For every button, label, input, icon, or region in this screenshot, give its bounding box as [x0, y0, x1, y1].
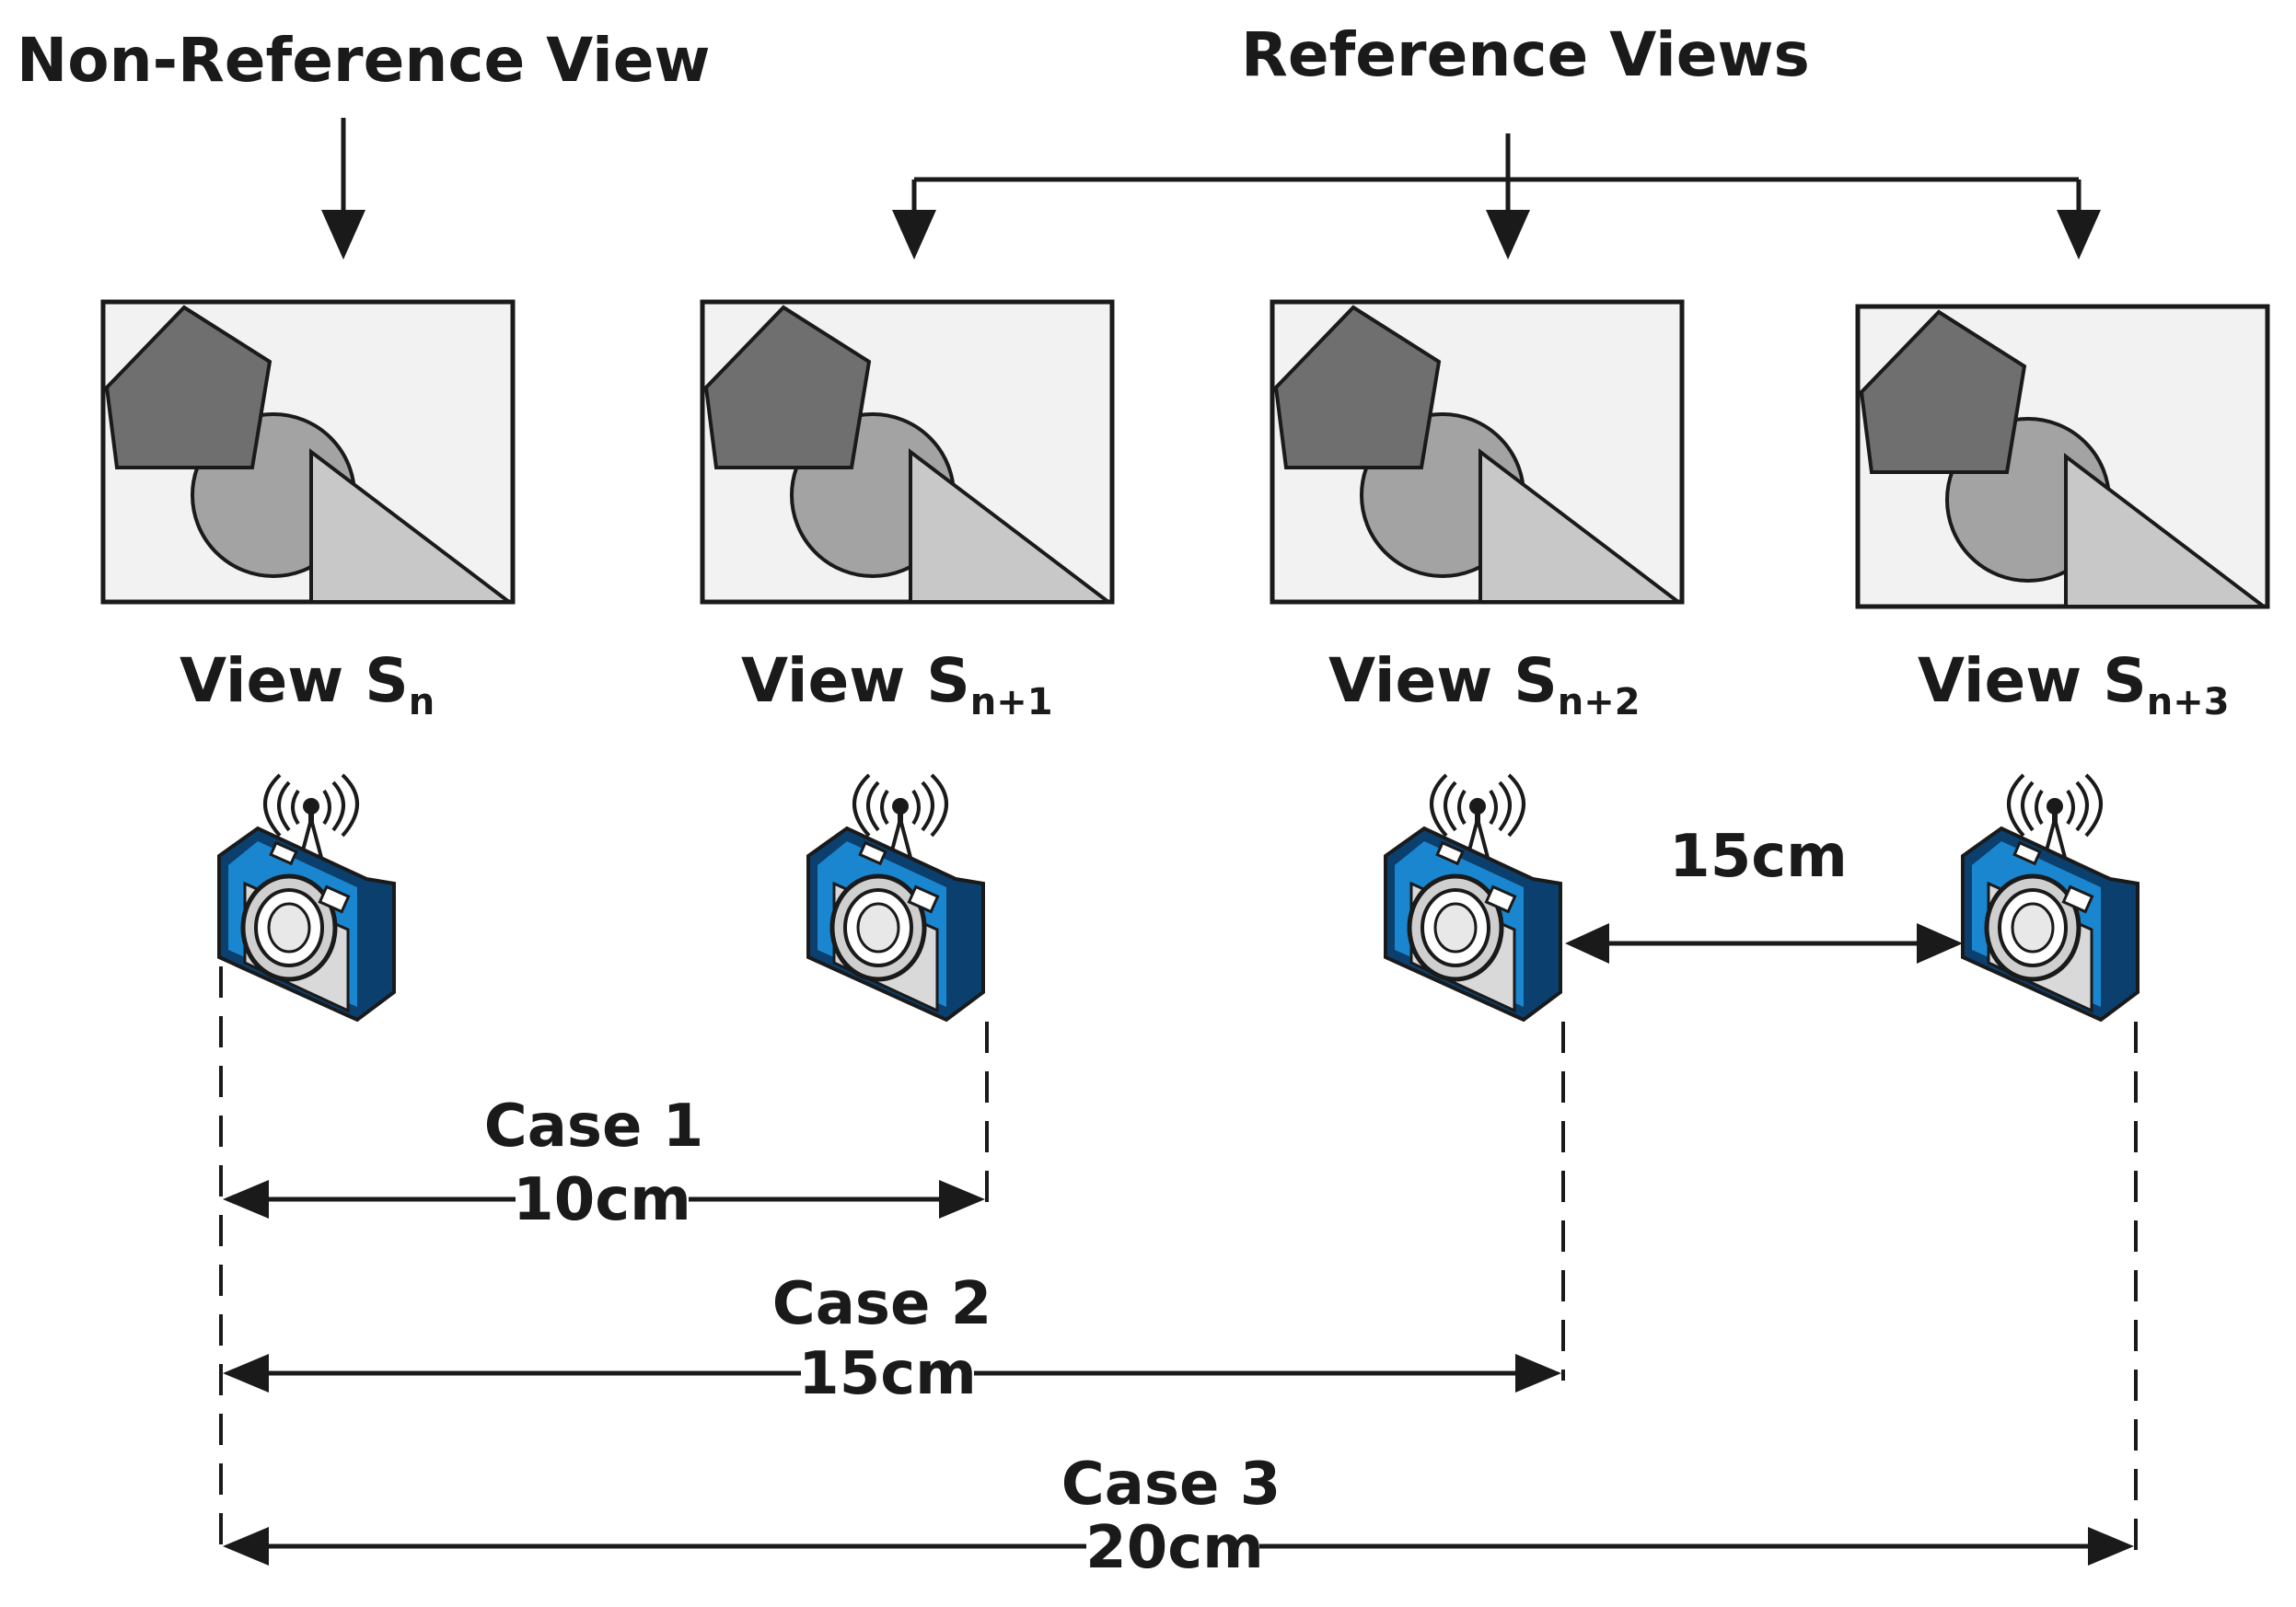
view-thumbnail-sn [103, 302, 513, 602]
reference-views-label: Reference Views [1241, 19, 1810, 90]
case-3-label: Case 3 [1061, 1451, 1281, 1519]
case-3-distance: 20cm [1085, 1514, 1264, 1582]
dashed-extension-lines [219, 966, 2138, 1555]
case-3-arrow [223, 1527, 2134, 1566]
view-label-sn1: View Sn+1 [741, 645, 1053, 723]
view-thumbnail-sn2 [1272, 302, 1682, 602]
non-reference-view-label: Non-Reference View [17, 25, 710, 96]
case-2-label: Case 2 [772, 1270, 991, 1338]
wireless-camera-icon [1386, 775, 1560, 1020]
wireless-camera-icon [808, 775, 983, 1020]
view-label-sn2: View Sn+2 [1328, 645, 1641, 723]
case-1-arrow [223, 1180, 985, 1219]
non-reference-arrow [321, 118, 365, 260]
camera-spacing-label: 15cm [1669, 823, 1848, 891]
wireless-camera-icon [1963, 775, 2138, 1020]
view-thumbnail-sn3 [1858, 306, 2267, 607]
case-2-arrow [223, 1354, 1561, 1393]
view-label-sn3: View Sn+3 [1918, 645, 2230, 723]
wireless-camera-icon [219, 775, 394, 1020]
case-1-distance: 10cm [513, 1166, 691, 1234]
camera-spacing-arrow [1565, 923, 1963, 964]
case-2-distance: 15cm [798, 1340, 977, 1408]
view-thumbnail-sn1 [702, 302, 1112, 602]
view-label-sn: View Sn [180, 645, 435, 723]
case-1-label: Case 1 [484, 1093, 703, 1161]
reference-bracket-arrows [892, 133, 2101, 260]
